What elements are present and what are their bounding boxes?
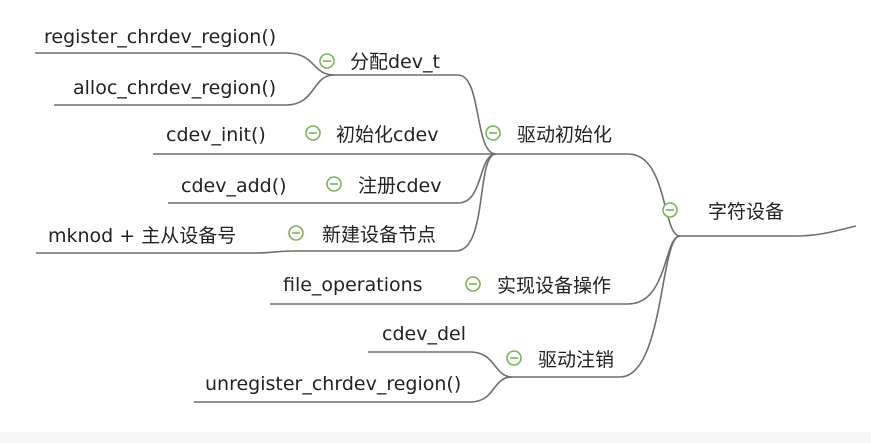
node-driver-init[interactable]: 驱动初始化 (517, 124, 612, 146)
edge-driver-init-to-alloc (457, 74, 497, 155)
edge-root-to-driver-init (627, 153, 681, 237)
collapse-toggle-implement-ops[interactable] (465, 276, 481, 292)
leaf-mknod[interactable]: mknod + 主从设备号 (48, 225, 236, 247)
bottom-band (0, 432, 871, 443)
leaf-cdev-init[interactable]: cdev_init() (166, 124, 266, 146)
node-implement-ops[interactable]: 实现设备操作 (497, 275, 611, 297)
node-init-cdev[interactable]: 初始化cdev (336, 124, 438, 146)
leaf-alloc-chrdev-region[interactable]: alloc_chrdev_region() (73, 77, 276, 99)
collapse-toggle-alloc-dev-t[interactable] (319, 53, 335, 69)
edge-unregister-to-unregister-region (194, 376, 513, 403)
leaf-unregister-chrdev-region[interactable]: unregister_chrdev_region() (205, 373, 461, 395)
edge-root-to-unregister (619, 235, 681, 378)
edge-alloc-to-register-region (35, 52, 335, 76)
edge-alloc-to-alloc-region (54, 74, 335, 106)
collapse-toggle-register-cdev[interactable] (326, 176, 342, 192)
edge-root-underline (680, 225, 857, 237)
leaf-file-operations[interactable]: file_operations (283, 274, 423, 296)
leaf-cdev-del[interactable]: cdev_del (382, 323, 466, 345)
edge-unregister-to-cdev-del (368, 351, 513, 378)
node-root[interactable]: 字符设备 (708, 201, 784, 223)
collapse-toggle-create-node[interactable] (288, 225, 304, 241)
node-driver-unregister[interactable]: 驱动注销 (538, 349, 614, 371)
collapse-toggle-driver-unregister[interactable] (506, 350, 522, 366)
node-register-cdev[interactable]: 注册cdev (358, 175, 441, 197)
edge-create-node-to-leaf (36, 250, 294, 254)
collapse-toggle-root[interactable] (662, 202, 678, 218)
node-create-node[interactable]: 新建设备节点 (322, 224, 436, 246)
node-alloc-dev-t[interactable]: 分配dev_t (350, 51, 440, 73)
edge-driver-init-to-create-node (455, 153, 497, 252)
collapse-toggle-driver-init[interactable] (485, 125, 501, 141)
collapse-toggle-init-cdev[interactable] (305, 125, 321, 141)
leaf-register-chrdev-region[interactable]: register_chrdev_region() (44, 26, 276, 48)
edge-driver-init-to-register-cdev (457, 153, 497, 204)
leaf-cdev-add[interactable]: cdev_add() (181, 175, 287, 197)
